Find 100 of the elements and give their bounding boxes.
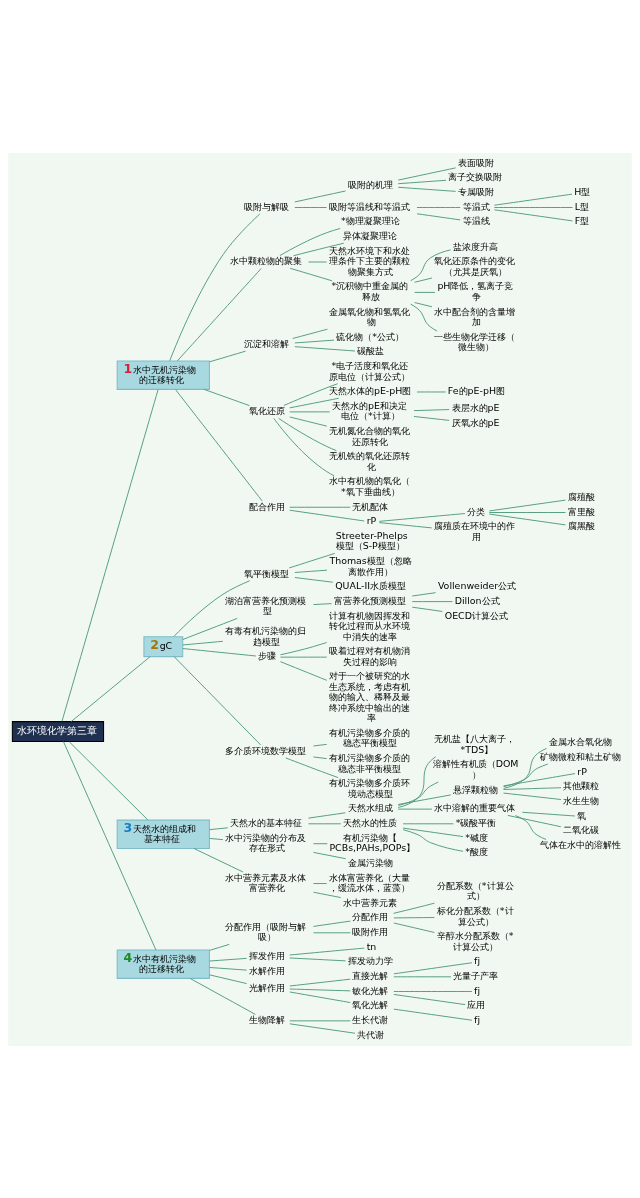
connector: [397, 781, 439, 806]
node-text: 挥发动力学: [347, 954, 393, 966]
connector: [173, 579, 251, 637]
connector: [393, 961, 473, 974]
node-text: 异体凝聚理论: [343, 229, 398, 241]
connector: [182, 640, 224, 645]
node-text: 步骤: [258, 649, 277, 661]
node-text: 辛醇水分配系数（*计算公式）: [436, 929, 514, 952]
node-text: 金属污染物: [347, 856, 393, 868]
node-text: 分配作用（吸附与解吸）: [225, 920, 307, 942]
node-text: 其他颗粒: [563, 779, 600, 791]
node-text: Vollenweider公式: [437, 579, 517, 591]
node-text: 金属氧化物和氢氧化物: [328, 305, 410, 327]
node-text: fj: [474, 954, 481, 966]
node-text: Fe的pE-pH图: [447, 384, 505, 396]
node-text: 应用: [467, 998, 486, 1010]
connector: [289, 957, 347, 961]
connector: [414, 277, 433, 283]
connector: [292, 328, 328, 339]
node-text: 水中有机物的氧化（*氧下垂曲线）: [328, 474, 410, 497]
connector: [393, 1008, 473, 1021]
node-text: 吸附等温线和等温式: [328, 200, 410, 212]
node-text: 氧化光解: [352, 998, 389, 1010]
node-text: OECD计算公式: [444, 609, 508, 621]
node-text: 吸附与解吸: [244, 200, 290, 212]
connector: [503, 786, 562, 790]
node-box: 2 gC: [143, 635, 184, 657]
node-text: 敏化光解: [352, 984, 389, 996]
connector: [378, 512, 466, 522]
node-text: 表层水的pE: [451, 401, 500, 413]
connector: [397, 808, 433, 810]
node-text: 水体富营养化（大量，缓流水体，蓝藻）: [328, 871, 410, 893]
connector: [416, 391, 447, 392]
connector: [182, 617, 238, 640]
connector: [182, 647, 257, 656]
connector: [308, 811, 346, 819]
connector: [209, 350, 246, 362]
node-text: 等温线: [462, 214, 490, 226]
node-text: 水中溶解的重要气体: [434, 801, 516, 813]
node-text: 光量子产率: [453, 969, 499, 981]
connector: [209, 966, 248, 971]
connector: [393, 922, 435, 933]
node-text: H型: [574, 185, 591, 197]
connector: [169, 213, 261, 361]
node-text: 碳酸盐: [357, 344, 385, 356]
connector: [503, 747, 547, 789]
connector: [173, 655, 262, 745]
connector: [313, 931, 351, 933]
connector: [294, 206, 328, 208]
connector: [393, 902, 435, 914]
node-text: fj: [474, 984, 481, 996]
node-text: 分配作用: [352, 910, 389, 922]
connector: [289, 988, 351, 991]
connector: [289, 509, 365, 521]
connector: [193, 847, 244, 872]
connector: [175, 388, 263, 501]
node-text: F型: [574, 214, 590, 226]
node-text: 多介质环境数学模型: [225, 744, 307, 756]
node-text: 氧化还原条件的变化（尤其是厌氧）: [434, 254, 516, 277]
node-text: 表面吸附: [457, 156, 494, 168]
node-text: *碳酸平衡: [455, 816, 497, 828]
node-text: 直接光解: [352, 969, 389, 981]
connector: [313, 602, 332, 605]
node-text: 共代谢: [357, 1028, 385, 1040]
connector: [176, 267, 262, 361]
connector: [397, 166, 457, 181]
connector: [285, 756, 339, 778]
node-text: 等温式: [462, 200, 490, 212]
connector: [313, 851, 347, 859]
connector: [289, 991, 351, 1003]
node-text: rP: [366, 514, 377, 526]
node-text: 标化分配系数（*计算公式）: [436, 904, 514, 927]
connector: [308, 261, 328, 262]
node-text: 水中营养元素: [343, 896, 398, 908]
connector: [402, 827, 464, 837]
connector: [416, 212, 461, 220]
connector: [507, 814, 562, 827]
node-text: 天然水的性质: [343, 816, 398, 828]
node-text: 生物降解: [248, 1013, 285, 1025]
node-text: 盐浓度升高: [453, 240, 499, 252]
node-box: 4水中有机污染物的迁移转化: [116, 949, 210, 979]
node-text: 生长代谢: [352, 1013, 389, 1025]
connector: [413, 415, 450, 421]
node-text: 光解作用: [248, 981, 285, 993]
node-text: rP: [577, 765, 587, 777]
connector: [397, 186, 457, 192]
node-text: 气体在水中的溶解性: [539, 838, 621, 850]
node-text: Dillon公式: [454, 594, 500, 606]
connector: [393, 990, 473, 992]
connector: [503, 772, 576, 786]
connector: [514, 814, 547, 840]
connector: [189, 977, 256, 1015]
connector: [488, 511, 566, 513]
connector: [203, 388, 250, 406]
connector: [294, 576, 334, 583]
connector: [410, 303, 438, 332]
node-box: 1水中无机污染物的迁移转化: [116, 360, 210, 390]
connector: [493, 208, 573, 221]
node-text: pH降低，氢离子竞争: [437, 279, 514, 302]
node-text: 有机污染物多介质的稳态非平衡模型: [328, 751, 410, 774]
